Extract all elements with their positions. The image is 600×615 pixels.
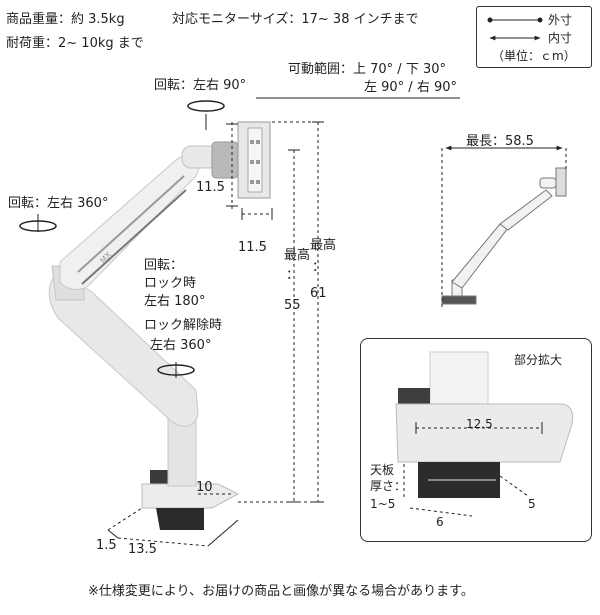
spec-weight: 商品重量：約 3.5kg: [6, 12, 125, 27]
clamp-plate: [141, 483, 240, 509]
rotation-middle-lock-deg: 左右 180°: [144, 294, 206, 309]
range-line2: 左 90° / 右 90°: [364, 80, 457, 95]
dim-height-outer-label: 最高: [310, 238, 337, 253]
detail-top-width: 12.5: [466, 417, 493, 431]
dim-height-outer-sep: ：: [312, 260, 326, 275]
detail-thickness-l1: 天板: [370, 463, 395, 477]
rotation-arrow-middle: [157, 362, 195, 378]
dim-max-length: 最長：58.5: [466, 134, 534, 149]
side-view-thumbnail: [441, 145, 567, 310]
rotation-arrow-top: [187, 100, 225, 130]
detail-title: 部分拡大: [514, 353, 563, 367]
dim-height-inner: 55: [284, 298, 301, 313]
spec-load: 耐荷重：2~ 10kg まで: [6, 36, 144, 51]
rotation-middle-unlock-deg: 左右 360°: [150, 338, 212, 353]
detail-clamp: [395, 351, 574, 517]
legend-arrows: [487, 17, 543, 41]
detail-thickness-l2: 厚さ：: [370, 479, 407, 493]
vesa-bracket: [237, 121, 271, 199]
dim-clamp-base: 1.5: [96, 538, 117, 553]
range-line1: 可動範囲：上 70° / 下 30°: [288, 62, 446, 77]
detail-box: [360, 338, 592, 542]
rotation-middle-unlock: ロック解除時: [144, 318, 223, 333]
legend-unit: （単位：ｃm）: [492, 49, 576, 63]
clamp-screw: [156, 508, 204, 530]
rotation-top-label: 回転：左右 90°: [154, 78, 247, 93]
legend-box: [476, 6, 592, 68]
dim-bracket-width: 11.5: [238, 240, 267, 255]
rotation-middle-lock: ロック時: [144, 276, 197, 291]
dim-clamp-width: 13.5: [128, 542, 157, 557]
spec-monitor-size: 対応モニターサイズ：17~ 38 インチまで: [172, 12, 419, 27]
tilt-head: [211, 141, 239, 179]
dim-height-outer: 61: [310, 286, 327, 301]
footnote: ※仕様変更により、お届けの商品と画像が異なる場合があります。: [88, 584, 474, 599]
dim-height-inner-label: 最高: [284, 248, 311, 263]
dim-clamp-depth: 10: [196, 480, 213, 495]
legend-inner: 内寸: [548, 31, 573, 45]
dim-bracket-height: 11.5: [196, 180, 225, 195]
monitor-arm: [48, 121, 271, 530]
legend-outer: 外寸: [548, 13, 573, 27]
dim-height-inner-sep: ：: [286, 268, 300, 283]
rotation-arrow-left: [19, 214, 57, 232]
arm-accent: [81, 189, 187, 285]
arm-lower: [48, 271, 199, 427]
rotation-left-label: 回転：左右 360°: [8, 196, 109, 211]
arm-gas-spring: [77, 175, 185, 273]
detail-bottom-width: 6: [436, 515, 444, 529]
dimension-lines: [107, 97, 460, 547]
detail-thickness-l3: 1~5: [370, 497, 396, 511]
detail-bottom-depth: 5: [528, 497, 536, 511]
rotation-middle-title: 回転：: [144, 258, 184, 273]
